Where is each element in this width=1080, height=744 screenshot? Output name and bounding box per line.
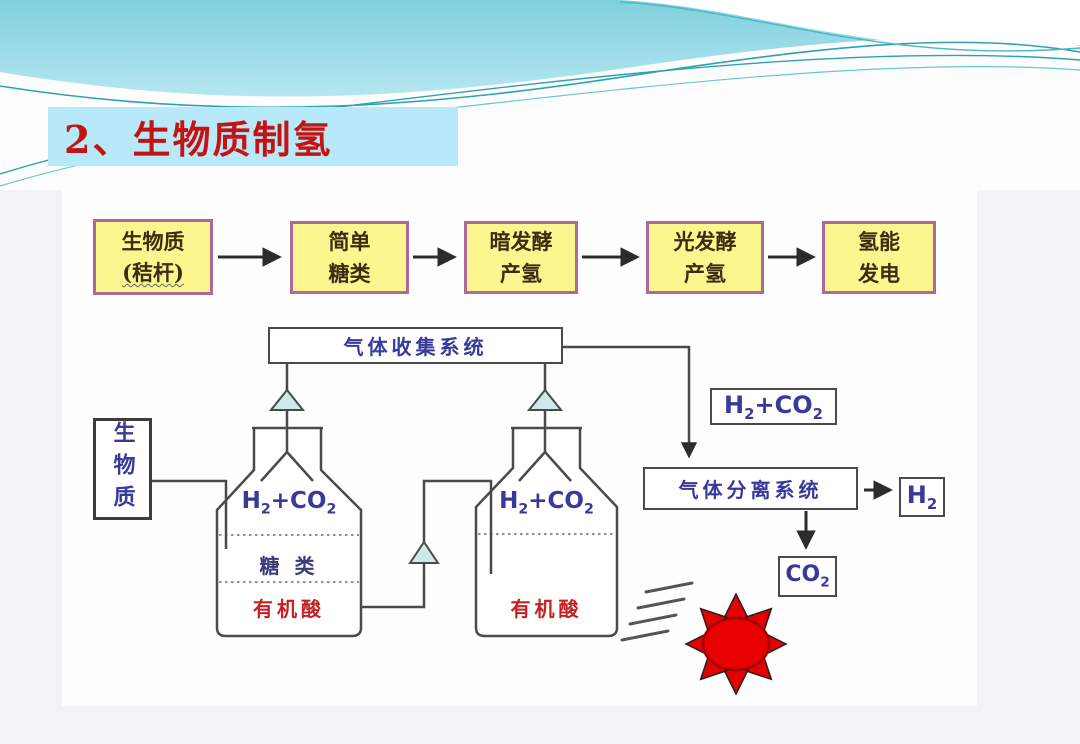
title-bar: 2、生物质制氢	[48, 107, 458, 166]
flow-step-label: 生物质	[121, 228, 185, 254]
header-line-1	[0, 41, 1080, 109]
vessel2-gas-label: H2+CO2	[476, 488, 617, 518]
collection-to-separation-arrow	[563, 345, 698, 459]
funnel-icon	[260, 410, 314, 482]
flow-step-label: 简单	[328, 229, 371, 254]
flow-step-photo-fermentation: 光发酵 产氢	[646, 221, 764, 294]
bottom-margin	[0, 706, 1080, 744]
vessel2-gas-text: H2+CO2	[499, 488, 594, 518]
gas-collection-system-box: 气体收集系统	[268, 327, 563, 364]
co2-label: CO2	[785, 562, 830, 591]
flow-step-label: 暗发酵	[489, 229, 553, 254]
light-rays-icon	[620, 581, 694, 642]
co2-output-box: CO2	[778, 556, 837, 597]
vessel1-gas-text: H2+CO2	[241, 488, 337, 518]
valve-icon	[526, 388, 564, 411]
header-white-swoosh-top	[620, 0, 1080, 49]
h2-output-box: H2	[899, 477, 945, 517]
flow-step-biomass: 生物质 (秸杆)	[93, 219, 213, 295]
right-margin	[977, 168, 1080, 708]
sun-icon	[684, 592, 788, 696]
gas-outlet-1	[268, 364, 306, 411]
biomass-feed-pipe	[152, 479, 228, 549]
transfer-pipe	[361, 479, 493, 609]
wave-header-decoration	[0, 0, 1080, 190]
left-margin	[0, 168, 62, 708]
gas-separation-system-box: 气体分离系统	[643, 467, 858, 510]
gas-separation-label: 气体分离系统	[678, 478, 823, 502]
header-line-4	[619, 1, 1080, 52]
flow-step-dark-fermentation: 暗发酵 产氢	[464, 221, 578, 294]
h2-label: H2	[906, 481, 938, 513]
flow-step-label: 糖类	[328, 260, 371, 286]
flow-step-label: (秸杆)	[122, 260, 184, 285]
valve-icon	[408, 540, 440, 564]
vessel1-organic-acid-label: 有机酸	[219, 594, 359, 621]
flow-step-label: 光发酵	[673, 229, 737, 254]
vessel2-organic-acid-label: 有机酸	[476, 594, 617, 621]
h2-co2-mixture-box: H2+CO2	[710, 388, 837, 425]
vessel1-sugar-text: 糖 类	[259, 553, 319, 578]
vessel1-gas-label: H2+CO2	[219, 488, 359, 518]
funnel-icon	[518, 410, 572, 482]
biomass-feed-label: 生物质	[109, 421, 136, 517]
flow-step-hydrogen-power: 氢能 发电	[822, 221, 936, 294]
flow-step-label: 产氢	[684, 260, 726, 286]
gas-collection-label: 气体收集系统	[343, 335, 488, 359]
flow-step-label: 氢能	[858, 229, 900, 254]
page-title: 2、生物质制氢	[64, 117, 333, 162]
fermenter-vessel-1	[215, 410, 363, 638]
gas-outlet-2	[526, 364, 564, 411]
h2-co2-label: H2+CO2	[724, 390, 823, 423]
flow-step-label: 产氢	[500, 260, 542, 286]
valve-icon	[268, 388, 306, 411]
fermenter-vessel-2	[474, 410, 619, 638]
flow-step-label: 发电	[858, 260, 900, 286]
flow-step-simple-sugars: 简单 糖类	[290, 221, 409, 294]
vessel1-organic-acid-text: 有机酸	[253, 596, 325, 621]
vessel1-sugar-label: 糖 类	[219, 551, 359, 578]
biomass-feed-box: 生物质	[93, 418, 152, 520]
vessel2-organic-acid-text: 有机酸	[510, 596, 583, 621]
